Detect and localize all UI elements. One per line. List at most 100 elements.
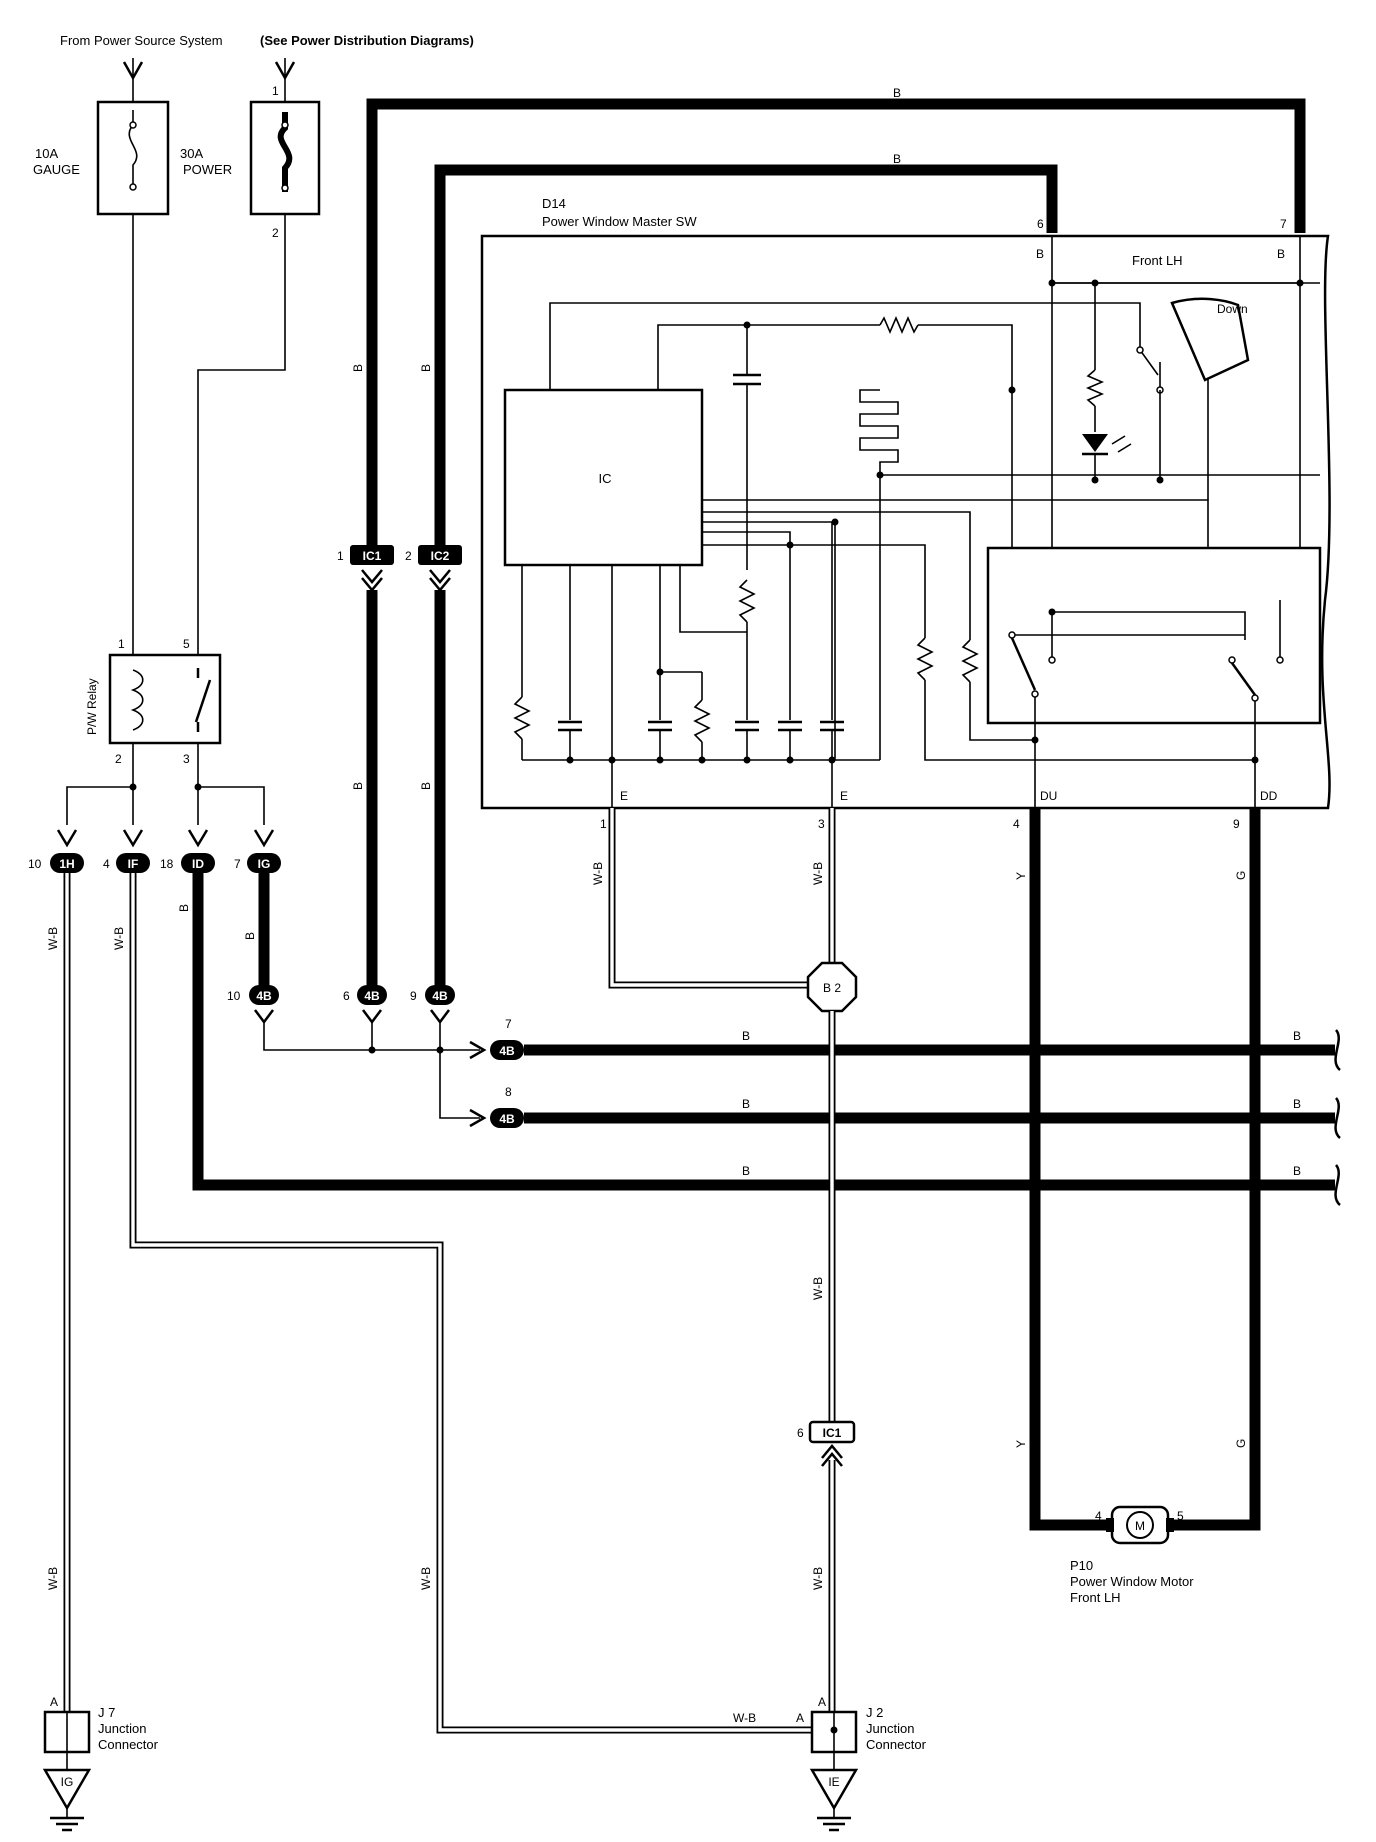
ic-block (503, 388, 704, 567)
j2-code: J 2 (866, 1705, 883, 1720)
svg-text:ID: ID (192, 857, 204, 871)
wire-label-b-h1: B (742, 1029, 750, 1043)
svg-text:B 2: B 2 (823, 981, 841, 995)
wire-label-wb-1h-2: W-B (46, 1567, 60, 1590)
master-switch-name: Power Window Master SW (542, 214, 697, 229)
fuse-gauge-amp: 10A (35, 146, 58, 161)
fuse-power-name: POWER (183, 162, 232, 177)
connector-ic1-bottom-pin: 6 (797, 1426, 804, 1440)
svg-text:4B: 4B (256, 989, 272, 1003)
terminal-e-1: E (620, 789, 628, 803)
j2-pin-top: A (818, 1695, 826, 1709)
wire-b-bus-3 (192, 873, 1335, 1191)
wire-label-wb-1f: W-B (112, 927, 126, 950)
relay-pin-3: 3 (183, 752, 190, 766)
connector-4b-8: 4B (490, 1108, 524, 1128)
j7-code: J 7 (98, 1705, 115, 1720)
source-arrow-gauge (122, 58, 144, 102)
connector-ic2-top-pin: 2 (405, 549, 412, 563)
wire-label-b-h3-end: B (1293, 1164, 1301, 1178)
down-switch-label: Down (1217, 302, 1248, 316)
wire-label-b-top1: B (893, 86, 901, 100)
j7-line2: Connector (98, 1737, 159, 1752)
connector-1d: ID (181, 853, 215, 873)
wire-label-b-h1-end: B (1293, 1029, 1301, 1043)
j7-line1: Junction (98, 1721, 146, 1736)
fuse-gauge-name: GAUGE (33, 162, 80, 177)
wire-label-wb-ic1: W-B (811, 1567, 825, 1590)
wire-label-wb-1f-2: W-B (419, 1567, 433, 1590)
connector-1g: IG (247, 853, 281, 873)
svg-text:M: M (1135, 1519, 1145, 1533)
svg-text:4B: 4B (364, 989, 380, 1003)
wire-y-to-motor (1029, 808, 1118, 1531)
svg-text:IG: IG (258, 857, 271, 871)
pin-3: 3 (818, 817, 825, 831)
terminal-e-2: E (840, 789, 848, 803)
connector-arrows-row1 (56, 829, 275, 848)
junction-b2: B 2 (806, 961, 858, 1013)
motor-pin-5: 5 (1177, 1509, 1184, 1523)
fuse-power-pin-bottom: 2 (272, 226, 279, 240)
wire-label-b-v3: B (351, 782, 365, 790)
pin-4: 4 (1013, 817, 1020, 831)
svg-text:4B: 4B (499, 1044, 515, 1058)
power-window-motor: M (1106, 1505, 1174, 1545)
svg-text:IC1: IC1 (823, 1426, 842, 1440)
wire-label-b-v1: B (351, 364, 365, 372)
connector-ic1-top: IC1 (350, 545, 394, 565)
wire-label-b-h3: B (742, 1164, 750, 1178)
connector-4b-9: 4B (425, 985, 455, 1005)
wire-label-wb-e2: W-B (811, 862, 825, 885)
fuse-10a-gauge (96, 100, 170, 216)
relay-name: P/W Relay (85, 678, 99, 735)
relay-pin-5: 5 (183, 637, 190, 651)
wire-label-wb-e1: W-B (591, 862, 605, 885)
svg-text:4B: 4B (499, 1112, 515, 1126)
j2-line1: Junction (866, 1721, 914, 1736)
pin-6: 6 (1037, 217, 1044, 231)
fuse-power-pin-top: 1 (272, 84, 279, 98)
svg-text:IF: IF (128, 857, 139, 871)
svg-text:IC1: IC1 (363, 549, 382, 563)
connector-1h: 1H (50, 853, 84, 873)
source-arrow-power (274, 58, 296, 102)
wire-label-b-h2: B (742, 1097, 750, 1111)
connector-1g-pin: 7 (234, 857, 241, 871)
pin-1: 1 (600, 817, 607, 831)
motor-sub: Front LH (1070, 1590, 1121, 1605)
terminal-b-right: B (1277, 247, 1285, 261)
wire-power-to-relay (197, 214, 286, 655)
master-switch-section: Front LH (1132, 253, 1183, 268)
connector-ic2-top: IC2 (418, 545, 462, 565)
connector-4b-8-pin: 8 (505, 1085, 512, 1099)
connector-4b-10-pin: 10 (227, 989, 241, 1003)
connector-1f-pin: 4 (103, 857, 110, 871)
fuse-power-amp: 30A (180, 146, 203, 161)
wire-label-g-2: G (1234, 1439, 1248, 1448)
svg-text:1H: 1H (59, 857, 74, 871)
connector-4b-6-pin: 6 (343, 989, 350, 1003)
connector-4b-10: 4B (249, 985, 279, 1005)
source-text: From Power Source System (60, 33, 223, 48)
terminal-dd: DD (1260, 789, 1278, 803)
terminal-b-left: B (1036, 247, 1044, 261)
pin-9: 9 (1233, 817, 1240, 831)
wire-label-y-1: Y (1014, 872, 1028, 880)
wire-b-loop-outer (366, 98, 1306, 548)
junction-connector-j2: IE (809, 1710, 859, 1832)
connector-4b-9-pin: 9 (410, 989, 417, 1003)
wire-label-b-v4: B (419, 782, 433, 790)
ic-label: IC (599, 471, 612, 486)
pw-relay (108, 653, 222, 745)
motor-pin-4: 4 (1095, 1509, 1102, 1523)
wire-label-wb-j2: W-B (733, 1711, 756, 1725)
source-reference: (See Power Distribution Diagrams) (260, 33, 474, 48)
wire-b-loop-inner (434, 164, 1058, 548)
connector-1f: IF (116, 853, 150, 873)
motor-name: Power Window Motor (1070, 1574, 1194, 1589)
wire-label-b-v2: B (419, 364, 433, 372)
j2-line2: Connector (866, 1737, 927, 1752)
j2-pin-side: A (796, 1711, 804, 1725)
